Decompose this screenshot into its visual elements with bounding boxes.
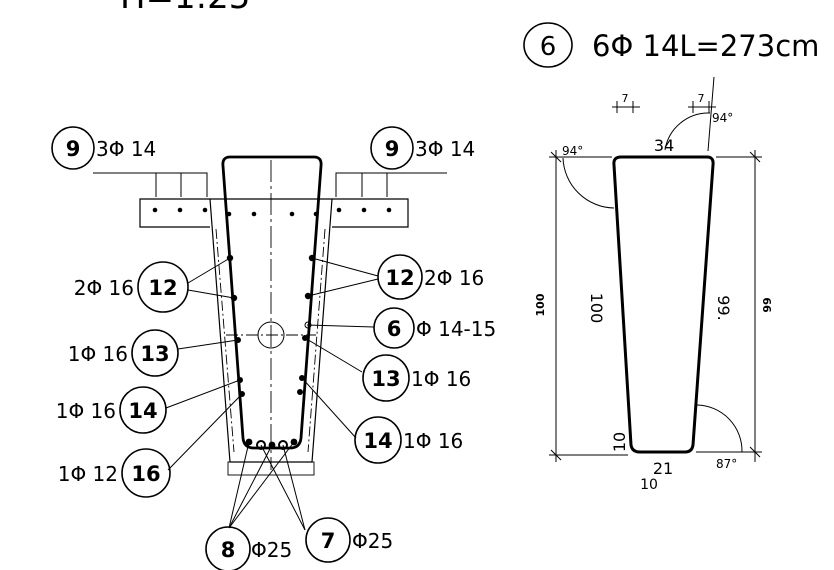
angle-top-right: 94° [712, 111, 733, 125]
slab-outline [139, 198, 409, 228]
callout-spec: 3Φ 14 [96, 137, 156, 161]
slab-bar-dot [386, 207, 392, 213]
bottom-bar-dot [278, 440, 288, 450]
bottom-extra-dim: 10 [640, 477, 658, 493]
slab-bar-dot [251, 211, 257, 217]
callout-circle [51, 126, 95, 170]
angle-bottom-right: 87° [716, 457, 737, 471]
slab-bar-dot [336, 207, 342, 213]
slab-bar-dot [177, 207, 183, 213]
callout-mark: 14 [128, 399, 157, 423]
callout-mark: 16 [131, 462, 160, 486]
callout-mark: 13 [140, 342, 169, 366]
bottom-left-dim: 10 [610, 432, 629, 452]
callout-spec: Φ25 [251, 538, 292, 562]
right-outer-dim: 99 [761, 297, 774, 312]
callout-9-left: 9 3Φ 14 [51, 126, 156, 170]
callout-circle [377, 254, 423, 300]
left-inner-dim: 100 [587, 293, 606, 324]
bar-mark-circle [523, 22, 573, 68]
callout-spec: 1Φ 16 [68, 342, 128, 366]
beam-inner-right [307, 228, 326, 453]
leader-lines [93, 172, 447, 531]
callout-6-section: 6 Φ 14-15 [373, 307, 496, 349]
angle-top-left: 94° [562, 144, 583, 158]
hook-left-dim: 7 [622, 92, 629, 105]
callout-circle [137, 261, 189, 313]
hook-marks [612, 76, 716, 152]
callout-circle [373, 307, 415, 349]
callout-spec: 3Φ 14 [415, 137, 475, 161]
bar-6-outline [612, 155, 715, 454]
bar-spec-label: 6Φ 14L=273cm [592, 29, 819, 63]
callout-mark: 8 [221, 538, 236, 562]
stirrup-leader-end [304, 321, 312, 329]
left-outer-dim: 100 [534, 293, 547, 316]
callout-circle [205, 526, 251, 570]
callout-13-right: 13 1Φ 16 [362, 354, 471, 402]
callout-circle [305, 517, 351, 563]
callout-14-left: 14 1Φ 16 [56, 386, 167, 434]
callout-mark: 6 [387, 317, 402, 341]
callout-mark: 9 [385, 137, 400, 161]
callout-circle [354, 416, 402, 464]
bar-title: 6 6Φ 14L=273cm [523, 22, 819, 68]
callout-circle [119, 386, 167, 434]
callout-circle [131, 329, 179, 377]
callout-spec: 1Φ 16 [411, 367, 471, 391]
bottom-bar-dot [256, 440, 266, 450]
top-width-dim: 34 [654, 136, 674, 155]
slab-bar-dot [152, 207, 158, 213]
dimension-lines [549, 150, 762, 462]
callout-circle [370, 126, 414, 170]
callout-mark: 14 [363, 429, 392, 453]
bar-mark-number: 6 [540, 32, 557, 62]
slab-bar-dot [226, 211, 232, 217]
callout-spec: 2Φ 16 [74, 276, 134, 300]
slab-bar-dot [289, 211, 295, 217]
callout-13-left: 13 1Φ 16 [68, 329, 179, 377]
callout-12-left: 12 2Φ 16 [74, 261, 189, 313]
callout-16: 16 1Φ 12 [58, 448, 171, 498]
slab-bar-dot [361, 207, 367, 213]
bottom-width-dim: 21 [653, 459, 673, 478]
callout-spec: Φ25 [352, 529, 393, 553]
callout-14-right: 14 1Φ 16 [354, 416, 463, 464]
callout-circle [362, 354, 410, 402]
callout-spec: 2Φ 16 [424, 266, 484, 290]
center-mark [257, 321, 285, 349]
callout-7: 7 Φ25 [305, 517, 393, 563]
stirrup-bar-6 [221, 155, 323, 450]
callout-spec: 1Φ 16 [56, 399, 116, 423]
right-inner-dim: 99. [714, 295, 733, 320]
hook-right-dim: 7 [698, 92, 705, 105]
callout-mark: 9 [66, 137, 81, 161]
cross-section: 9 3Φ 14 9 3Φ 14 12 2Φ 16 12 2Φ 16 13 1Φ … [51, 126, 496, 570]
angle-arcs [562, 112, 743, 453]
callout-8: 8 Φ25 [205, 526, 292, 570]
callout-9-right: 9 3Φ 14 [370, 126, 475, 170]
callout-mark: 12 [148, 276, 177, 300]
scale-label: H=1:25 [120, 0, 250, 17]
callout-12-right: 12 2Φ 16 [377, 254, 484, 300]
callout-circle [121, 448, 171, 498]
callout-mark: 12 [385, 266, 414, 290]
callout-spec: Φ 14-15 [416, 317, 496, 341]
callout-spec: 1Φ 12 [58, 462, 118, 486]
beam-inner-left [215, 228, 235, 453]
bar-shape-detail: 7 7 94° 94° 87° 34 100 100 99. 99 [534, 76, 774, 493]
callout-mark: 7 [321, 529, 336, 553]
slab-bars [152, 207, 392, 217]
callout-spec: 1Φ 16 [403, 429, 463, 453]
side-bar-dot [297, 389, 303, 395]
slab-bar-dot [313, 211, 319, 217]
callout-mark: 13 [371, 367, 400, 391]
slab-bar-dot [202, 207, 208, 213]
